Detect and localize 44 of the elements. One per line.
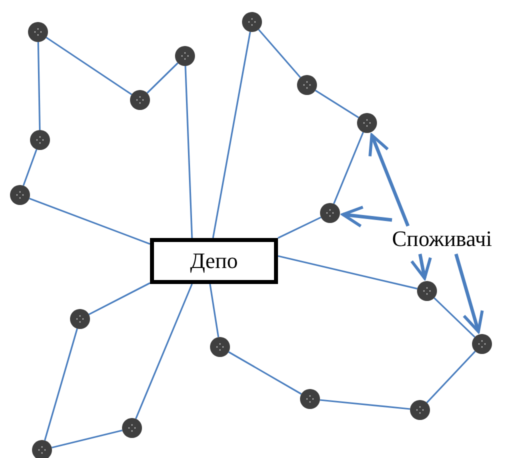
route-line: [228, 351, 302, 395]
customer-dot: [357, 113, 377, 133]
customer-dot: [320, 203, 340, 223]
customer-dot: [175, 46, 195, 66]
customer-dot: [30, 130, 50, 150]
customer-dot: [410, 400, 430, 420]
leader-arrow: [368, 134, 410, 227]
depot-label: Депо: [190, 248, 238, 274]
route-line: [135, 284, 193, 420]
customer-dot: [28, 22, 48, 42]
depot-box: [150, 238, 278, 284]
leader-arrow: [454, 254, 484, 333]
route-line: [426, 350, 476, 404]
route-line: [278, 216, 322, 239]
route-line: [434, 297, 476, 338]
route-line: [258, 28, 301, 78]
customer-dot: [300, 389, 320, 409]
route-line: [22, 149, 38, 186]
route-line: [52, 430, 122, 448]
route-line: [320, 399, 410, 410]
customer-dot: [242, 12, 262, 32]
annotation-text: Споживачі: [392, 226, 492, 252]
route-line: [44, 328, 78, 441]
customer-dot: [10, 185, 30, 205]
customer-dot: [70, 309, 90, 329]
leader-arrow: [341, 206, 392, 228]
route-line: [46, 36, 132, 96]
route-line: [209, 284, 220, 338]
route-line: [88, 282, 150, 316]
route-line: [37, 42, 41, 130]
customer-dot: [472, 334, 492, 354]
route-line: [278, 255, 418, 290]
route-line: [184, 66, 193, 238]
route-line: [146, 62, 178, 94]
route-line: [333, 132, 364, 204]
customer-dot: [297, 75, 317, 95]
customer-dot: [130, 90, 150, 110]
customer-dot: [210, 337, 230, 357]
route-line: [29, 198, 150, 245]
customer-dot: [122, 418, 142, 438]
route-line: [212, 32, 251, 238]
route-line: [314, 90, 360, 118]
leader-arrow: [410, 254, 432, 280]
customer-dot: [417, 281, 437, 301]
